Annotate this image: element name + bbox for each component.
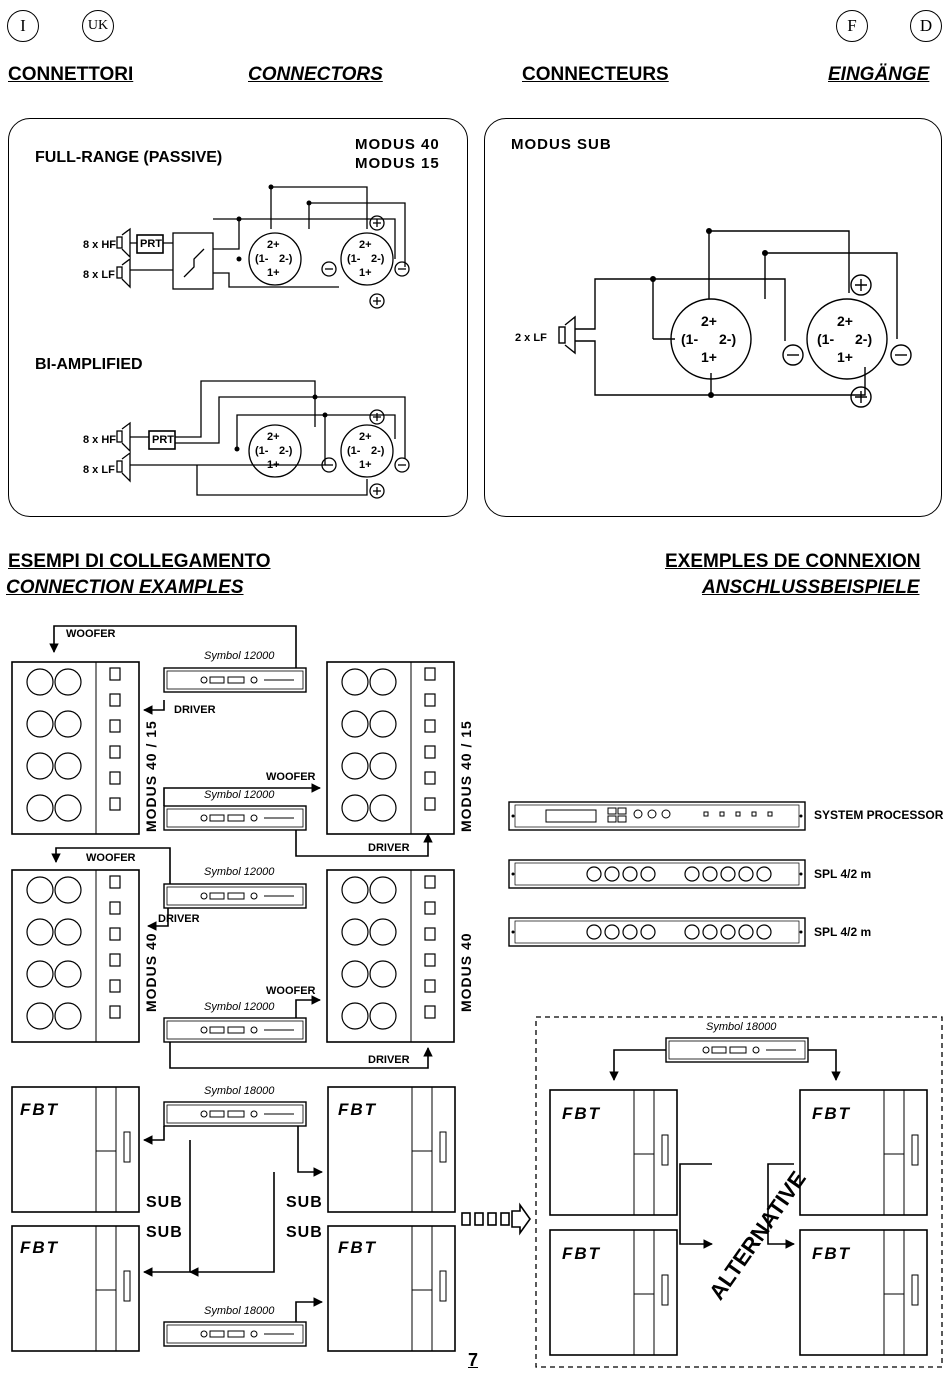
pin-label: 2+	[359, 431, 372, 443]
amp-label: Symbol 18000	[706, 1021, 777, 1033]
pin-label: 2-)	[279, 253, 293, 265]
sub-wiring-diagram	[558, 228, 912, 408]
pin-label: 2+	[359, 239, 372, 251]
modus-40-label: MODUS 40	[143, 932, 159, 1012]
header-connettori: CONNETTORI	[8, 64, 134, 85]
biamp-hf-label: 8 x HF	[83, 434, 117, 446]
header-esempi: ESEMPI DI COLLEGAMENTO	[8, 551, 271, 572]
pin-label: 1+	[837, 349, 853, 365]
pin-label: (1-	[347, 445, 361, 457]
sub-label: SUB	[146, 1224, 183, 1241]
driver-label: DRIVER	[174, 704, 216, 716]
fbt-logo: FBT	[338, 1100, 378, 1119]
woofer-label: WOOFER	[66, 628, 116, 640]
amp-label: Symbol 18000	[204, 1085, 275, 1097]
biamp-lf-label: 8 x LF	[83, 464, 115, 476]
pin-label: 2+	[837, 313, 853, 329]
lang-french-badge: F	[836, 10, 868, 42]
amp-label: Symbol 12000	[204, 789, 275, 801]
model-modus-15: MODUS 15	[355, 155, 440, 172]
model-modus-40: MODUS 40	[355, 136, 440, 153]
fullrange-hf-label: 8 x HF	[83, 239, 117, 251]
header-anschlussbeispiele: ANSCHLUSSBEISPIELE	[702, 577, 920, 598]
pin-label: (1-	[255, 445, 269, 457]
system-processor-label: SYSTEM PROCESSOR	[814, 808, 944, 822]
header-connectors: CONNECTORS	[248, 64, 383, 85]
pin-label: 2-)	[719, 331, 737, 347]
pin-label: (1-	[255, 253, 269, 265]
connectors-panel-modus: FULL-RANGE (PASSIVE) MODUS 40 MODUS 15 B…	[8, 118, 468, 517]
pin-label: 1+	[359, 267, 372, 279]
page-number: 7	[468, 1350, 479, 1370]
pin-label: 2+	[267, 239, 280, 251]
fbt-logo: FBT	[338, 1238, 378, 1257]
modus-40-15-label: MODUS 40 / 15	[143, 720, 159, 832]
pin-label: (1-	[681, 331, 699, 347]
pin-label: 1+	[701, 349, 717, 365]
fbt-logo: FBT	[812, 1244, 852, 1263]
amp-label: Symbol 12000	[204, 866, 275, 878]
modus-sub-title: MODUS SUB	[511, 136, 612, 153]
modus-40-label: MODUS 40	[458, 932, 474, 1012]
driver-label: DRIVER	[158, 913, 200, 925]
connectors-panel-modus-sub: MODUS SUB 2 x LF 2+ (1- 2-) 1+ 2+ (1- 2	[484, 118, 942, 517]
spl-label: SPL 4/2 m	[814, 867, 872, 881]
sub-label: SUB	[146, 1194, 183, 1211]
sub-label: SUB	[286, 1224, 323, 1241]
fullrange-lf-label: 8 x LF	[83, 269, 115, 281]
sub-lf-label: 2 x LF	[515, 332, 547, 344]
fbt-logo: FBT	[562, 1244, 602, 1263]
pin-label: 1+	[267, 459, 280, 471]
pin-label: (1-	[817, 331, 835, 347]
amp-label: Symbol 12000	[204, 650, 275, 662]
amp-label: Symbol 12000	[204, 1001, 275, 1013]
biamp-title: BI-AMPLIFIED	[35, 356, 143, 373]
fbt-logo: FBT	[812, 1104, 852, 1123]
fullrange-title: FULL-RANGE (PASSIVE)	[35, 149, 223, 166]
header-exemples: EXEMPLES DE CONNEXION	[665, 551, 921, 572]
lang-english-badge: UK	[82, 10, 114, 42]
pin-label: 2+	[701, 313, 717, 329]
driver-label: DRIVER	[368, 842, 410, 854]
lang-italian-badge: I	[7, 10, 39, 42]
biamp-prt-label: PRT	[152, 434, 174, 446]
driver-label: DRIVER	[368, 1054, 410, 1066]
fbt-logo: FBT	[20, 1100, 60, 1119]
lang-german-badge: D	[910, 10, 942, 42]
pin-label: 1+	[359, 459, 372, 471]
pin-label: 2-)	[371, 445, 385, 457]
pin-label: 2-)	[371, 253, 385, 265]
fbt-logo: FBT	[20, 1238, 60, 1257]
woofer-label: WOOFER	[86, 852, 136, 864]
sub-label: SUB	[286, 1194, 323, 1211]
header-connecteurs: CONNECTEURS	[522, 64, 669, 85]
amp-label: Symbol 18000	[204, 1305, 275, 1317]
header-eingange: EINGÄNGE	[828, 64, 930, 85]
fullrange-wiring-diagram	[116, 184, 410, 499]
pin-label: 2+	[267, 431, 280, 443]
pin-label: 2-)	[855, 331, 873, 347]
pin-label: 1+	[267, 267, 280, 279]
pin-label: 2-)	[279, 445, 293, 457]
pin-label: (1-	[347, 253, 361, 265]
woofer-label: WOOFER	[266, 985, 316, 997]
fbt-logo: FBT	[562, 1104, 602, 1123]
header-connection-examples: CONNECTION EXAMPLES	[6, 577, 244, 598]
woofer-label: WOOFER	[266, 771, 316, 783]
modus-40-15-label: MODUS 40 / 15	[458, 720, 474, 832]
spl-label: SPL 4/2 m	[814, 925, 872, 939]
fullrange-prt-label: PRT	[140, 238, 162, 250]
